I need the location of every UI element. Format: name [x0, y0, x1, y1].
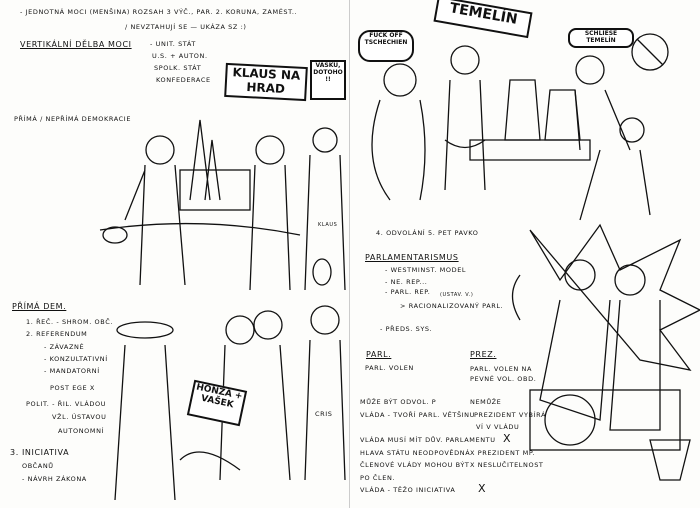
democracy-note: přímá / nepřímá demokracie	[14, 115, 132, 123]
note-item: 1. Řeč. - shrom. obč.	[26, 318, 114, 326]
river-bank	[99, 222, 301, 236]
cooling-towers	[504, 79, 581, 141]
sign-vasku: VAŠKU, DOTOHO !!	[310, 60, 346, 100]
note-item: polit. - řil. vládou	[26, 400, 107, 408]
hat	[116, 321, 174, 339]
note-item: post ege X	[50, 384, 95, 392]
note-line-2: / nevztahují se — ukáza sz :)	[125, 23, 247, 31]
note-item: - závazné	[44, 343, 85, 351]
col2-item: nemůže	[470, 398, 502, 406]
parl-item: (ustav. v.)	[440, 292, 474, 298]
tennis-racket-right	[312, 258, 332, 286]
vertical-item: spolk. stát	[154, 64, 202, 72]
bench	[529, 389, 681, 451]
col1-item: hlava státu neodpovědná	[360, 449, 471, 457]
note-item: autonomní	[58, 427, 105, 435]
shirt-text: KLAUS	[318, 222, 338, 228]
nuclear-symbol	[631, 33, 669, 71]
parl-item: - westminst. model	[385, 266, 467, 274]
parl-item: - předs. sys.	[380, 325, 433, 333]
note-item: - návrh zákona	[22, 475, 87, 483]
parl-item: - ne. rep...	[385, 278, 428, 286]
cathedral-spires	[189, 119, 221, 201]
parl-title: Parlamentarismus	[365, 253, 459, 262]
col1-item: vláda - tvoří parl. většinu	[360, 411, 476, 419]
note-item: občanů	[22, 462, 54, 470]
heart-shirt	[444, 139, 486, 149]
col2-item: prezident vybírá	[474, 411, 547, 419]
vertical-item: u.s. + auton.	[152, 52, 208, 60]
direct-democracy-title: Přímá dem.	[12, 302, 67, 311]
shirt-text: CRIS	[315, 410, 333, 418]
note-line-1: - Jednotná moci (menšina) rozsah 3 výč.,…	[20, 8, 298, 16]
man-body	[124, 164, 186, 286]
vertical-item: - unit. stát	[150, 40, 196, 48]
power-plant	[469, 139, 591, 161]
col2-item: ví v vládu	[476, 423, 520, 431]
col1-item: může být odvol. P	[360, 398, 437, 406]
col2-item: X	[478, 482, 487, 495]
caption: 4. odvolání 5. PET pavko	[376, 229, 479, 237]
flowers	[179, 451, 241, 471]
sign-fuck-off: FUCK OFF TSCHECHIEN	[358, 30, 414, 62]
col1-item: vláda musí mít dův. parlamentu	[360, 436, 496, 444]
stars	[529, 223, 700, 371]
note-item: - mandatorní	[44, 367, 100, 375]
col1-item: parl. volen	[365, 364, 414, 372]
bucket	[649, 439, 691, 481]
basket	[544, 394, 596, 446]
parl-item: > racionalizovaný parl.	[400, 302, 504, 310]
sickle	[511, 274, 521, 321]
col2-item: X neslučitelnost	[470, 461, 544, 469]
man-head	[145, 135, 175, 165]
col2-item: X prezident mp.	[470, 449, 536, 457]
vertical-title: Vertikální dělba moci	[20, 40, 132, 49]
vertical-item: konfederace	[156, 76, 211, 84]
castle-buildings	[179, 169, 251, 211]
parl-item: - parl. rep.	[385, 288, 431, 296]
col2-head: Prez.	[470, 350, 497, 359]
tennis-racket-left	[102, 226, 128, 244]
col1-item: členové vlády mohou být	[360, 461, 470, 469]
sign-schliese: SCHLIESE TEMELÍN	[568, 28, 634, 48]
col2-item: parl. volen na pevné vol. obd.	[470, 365, 537, 383]
note-item: 2. Referendum	[26, 330, 88, 338]
note-item: vžl. ústavou	[52, 413, 107, 421]
col1-head: Parl.	[366, 350, 392, 359]
col2-item: X	[503, 432, 512, 445]
sign-klaus: KLAUS NA HRAD	[224, 62, 308, 102]
col1-item: po člen.	[360, 474, 396, 482]
page-fold	[349, 0, 350, 508]
col1-item: vláda - těžo iniciativa	[360, 486, 456, 494]
note-item: 3. Iniciativa	[10, 448, 70, 457]
note-item: - konzultativní	[44, 355, 108, 363]
